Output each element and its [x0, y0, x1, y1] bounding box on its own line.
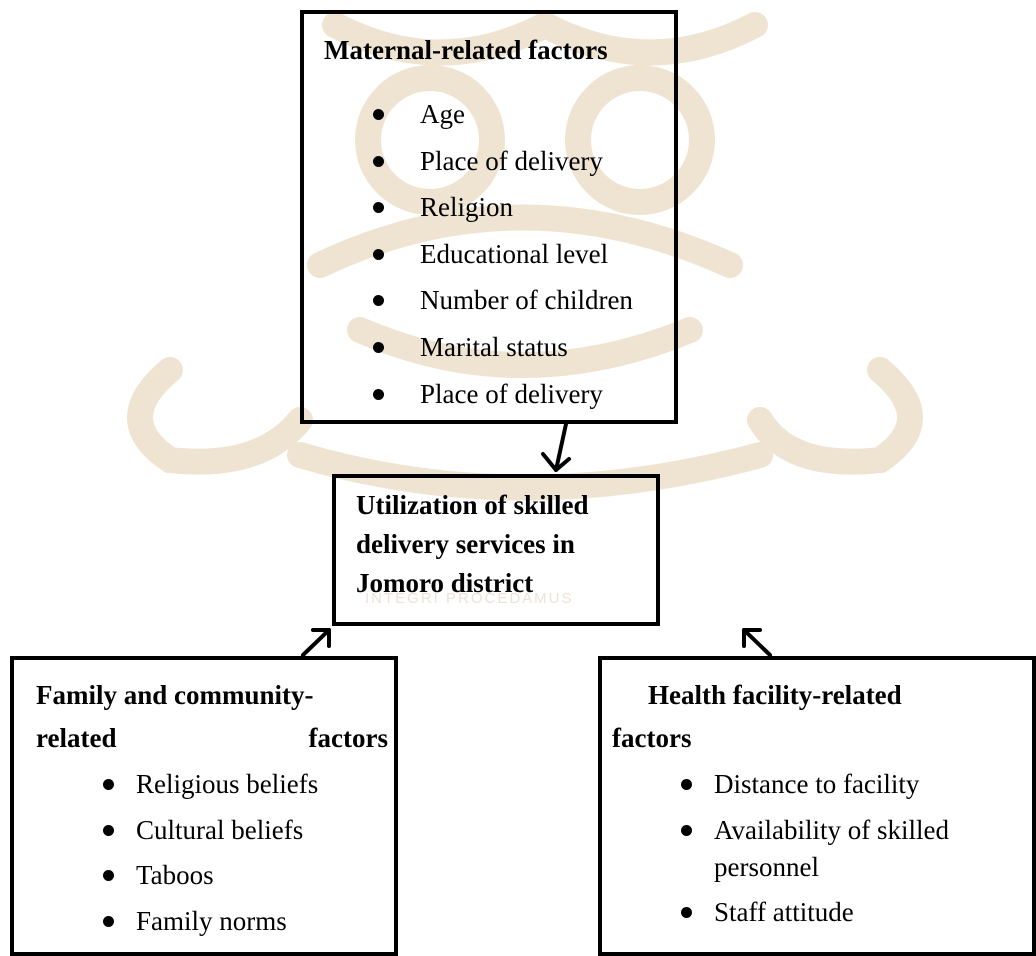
- bullet-icon: [373, 202, 384, 214]
- family-community-factors-box: Family and community- related factors Re…: [10, 656, 398, 956]
- list-item: Cultural beliefs: [103, 812, 318, 849]
- family-community-factors-title: Family and community- related factors: [36, 674, 388, 760]
- list-item-label: Staff attitude: [714, 897, 854, 928]
- list-item-label: Religion: [420, 192, 513, 223]
- list-item-label: Educational level: [420, 238, 609, 269]
- list-item: Distance to facility: [681, 766, 1014, 803]
- health-title-line2: factors: [612, 723, 692, 753]
- list-item-label: Availability of skilled personnel: [714, 814, 949, 882]
- health-title-line1: Health facility-related: [648, 680, 902, 710]
- bullet-icon: [103, 870, 114, 882]
- bullet-icon: [373, 109, 384, 120]
- health-facility-factors-list: Distance to facility Availability of ski…: [681, 766, 1014, 940]
- list-item: Place of delivery: [373, 376, 633, 413]
- list-item: Educational level: [373, 236, 633, 273]
- bullet-icon: [103, 916, 114, 928]
- arrow-health-to-outcome: [742, 628, 772, 657]
- list-item-label: Religious beliefs: [136, 769, 319, 799]
- maternal-factors-list: Age Place of delivery Religion Education…: [373, 96, 633, 422]
- list-item: Marital status: [373, 329, 633, 366]
- bullet-icon: [681, 824, 692, 836]
- maternal-factors-title: Maternal-related factors: [324, 35, 608, 65]
- list-item-label: Taboos: [136, 860, 214, 891]
- arrow-maternal-to-outcome: [541, 422, 571, 472]
- list-item-label: Marital status: [420, 331, 568, 362]
- list-item-label: Age: [420, 99, 465, 129]
- list-item: Religious beliefs: [103, 766, 319, 803]
- list-item: Taboos: [103, 857, 318, 894]
- bullet-icon: [103, 779, 114, 790]
- family-title-word-related: related: [36, 723, 117, 753]
- bullet-icon: [373, 341, 384, 353]
- list-item: Religion: [373, 189, 633, 226]
- bullet-icon: [373, 155, 384, 167]
- outcome-box: Utilization of skilled delivery services…: [332, 474, 660, 626]
- list-item-label: Distance to facility: [714, 769, 920, 799]
- list-item: Place of delivery: [373, 143, 633, 180]
- list-item: Availability of skilled personnel: [681, 812, 1014, 886]
- bullet-icon: [103, 824, 114, 836]
- family-title-line1: Family and community-: [36, 680, 314, 710]
- bullet-icon: [373, 248, 384, 260]
- bullet-icon: [373, 388, 384, 400]
- outcome-title: Utilization of skilled delivery services…: [356, 490, 589, 598]
- list-item: Age: [373, 96, 633, 133]
- list-item: Staff attitude: [681, 894, 1014, 931]
- bullet-icon: [681, 907, 692, 919]
- list-item-label: Cultural beliefs: [136, 814, 304, 845]
- maternal-factors-box: Maternal-related factors Age Place of de…: [300, 10, 678, 424]
- list-item-label: Place of delivery: [420, 145, 603, 176]
- list-item: Family norms: [103, 903, 318, 940]
- bullet-icon: [681, 779, 692, 790]
- list-item: Number of children: [373, 282, 633, 319]
- list-item-label: Place of delivery: [420, 378, 603, 409]
- health-facility-factors-box: Health facility-related factors Distance…: [598, 656, 1036, 956]
- family-community-factors-list: Religious beliefs Cultural beliefs Taboo…: [103, 766, 319, 949]
- arrow-family-to-outcome: [301, 628, 331, 657]
- list-item-label: Family norms: [136, 906, 287, 937]
- family-title-word-factors: factors: [308, 723, 388, 753]
- bullet-icon: [373, 295, 384, 307]
- list-item-label: Number of children: [420, 285, 633, 316]
- health-facility-factors-title: Health facility-related factors: [612, 674, 1012, 760]
- family-title-line2: related factors: [36, 717, 388, 760]
